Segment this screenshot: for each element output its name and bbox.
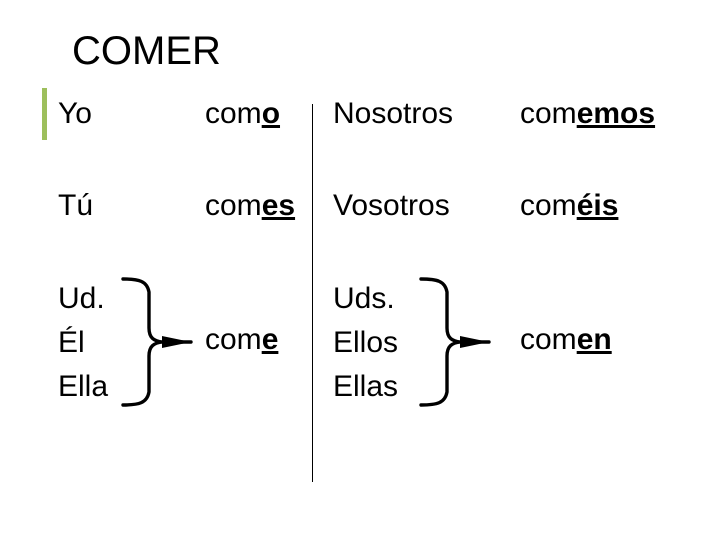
page-title: COMER [72, 29, 221, 73]
pronoun-ellos: Ellos [333, 326, 399, 359]
pronoun-nosotros: Nosotros [333, 97, 454, 130]
pronoun-el: Él [58, 326, 85, 359]
pronoun-uds: Uds. [333, 282, 395, 315]
conjugation-third-singular: come [205, 321, 278, 359]
verb-stem: com [205, 323, 262, 356]
verb-ending: éis [576, 189, 619, 222]
column-divider [312, 104, 313, 482]
verb-stem: com [520, 323, 577, 356]
verb-ending: o [261, 97, 281, 130]
verb-stem: com [520, 189, 577, 222]
curly-brace-icon-right [419, 276, 491, 408]
verb-stem: com [205, 189, 262, 222]
verb-stem: com [520, 97, 577, 130]
pronoun-ellas: Ellas [333, 370, 399, 403]
pronoun-group-third-plural: Uds. Ellos Ellas [333, 277, 398, 409]
verb-ending: e [261, 323, 279, 356]
pronoun-yo: Yo [58, 97, 92, 130]
pronoun-ella: Ella [58, 370, 109, 403]
pronoun-vosotros: Vosotros [333, 189, 450, 222]
green-accent-bar [42, 88, 47, 140]
conjugation-yo: como [205, 95, 280, 133]
conjugation-tu: comes [205, 187, 295, 225]
conjugation-nosotros: comemos [520, 95, 655, 133]
conjugation-vosotros: coméis [520, 187, 618, 225]
verb-stem: com [205, 97, 262, 130]
pronoun-ud: Ud. [58, 282, 105, 315]
verb-ending: en [576, 323, 612, 356]
pronoun-tu: Tú [58, 189, 94, 222]
curly-brace-icon-left [121, 276, 193, 408]
verb-ending: emos [576, 97, 656, 130]
conjugation-third-plural: comen [520, 321, 612, 359]
pronoun-group-third-singular: Ud. Él Ella [58, 277, 108, 409]
verb-ending: es [261, 189, 296, 222]
